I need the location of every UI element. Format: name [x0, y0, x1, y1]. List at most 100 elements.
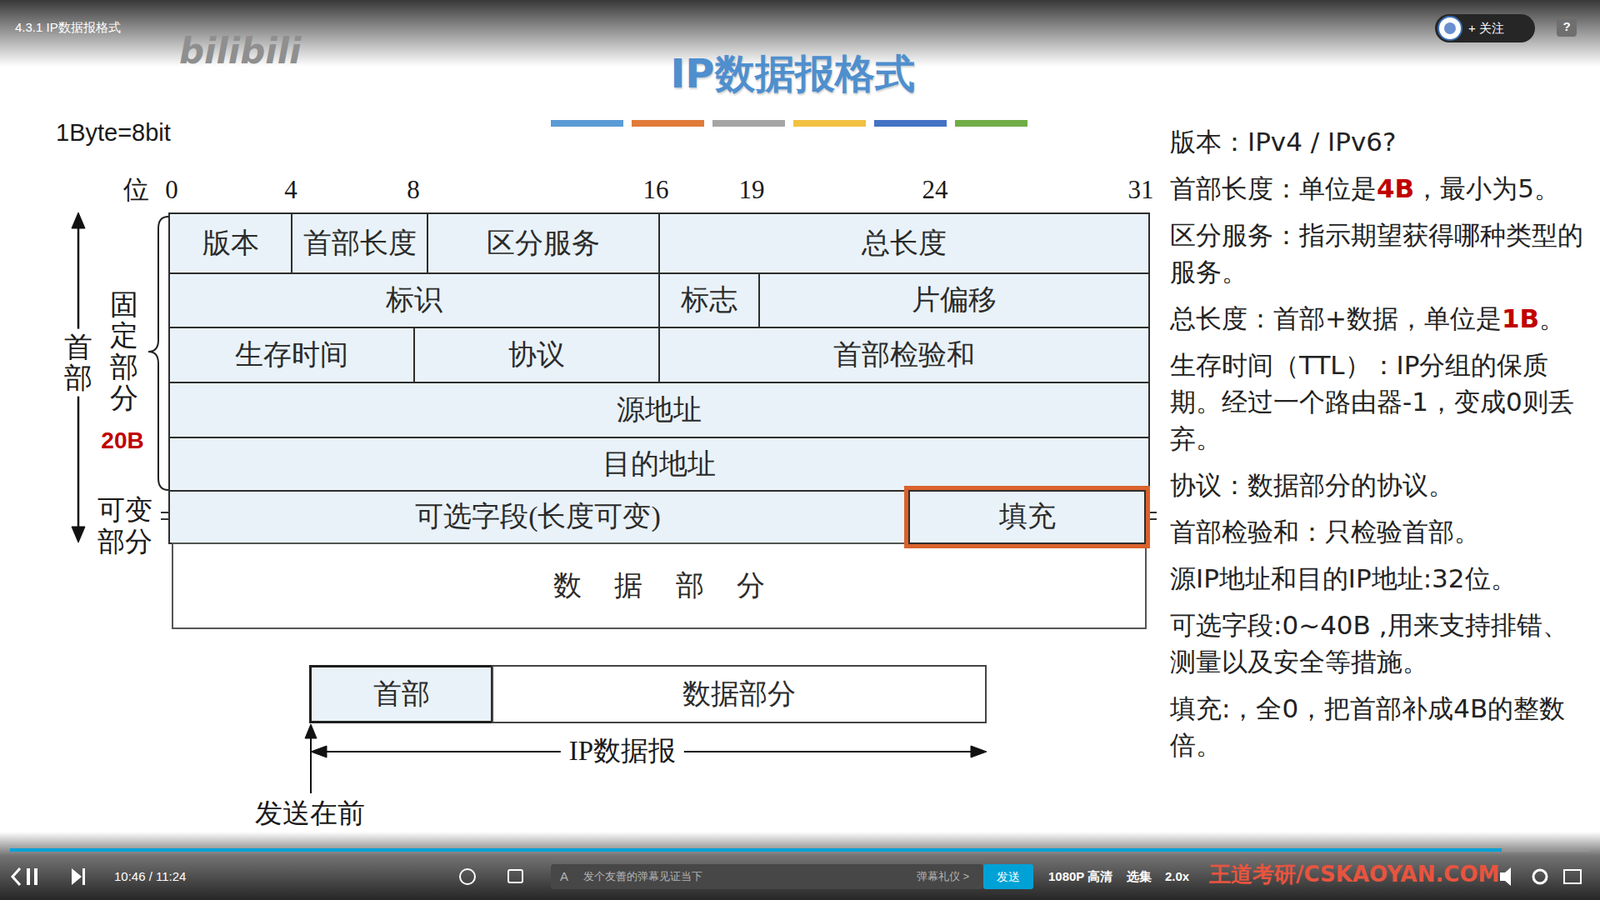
- field-box: 协议: [413, 326, 660, 384]
- field-name: 标识: [385, 283, 443, 318]
- header-span-arrow: [71, 212, 85, 543]
- field-name: 总长度: [861, 226, 947, 261]
- send-button-bg: [983, 864, 1034, 890]
- follow-bg: [1435, 14, 1535, 43]
- arrow-head: [71, 526, 85, 543]
- note-text: 版本：IPv4 / IPv6?: [1170, 126, 1396, 157]
- field-name: 可选字段(长度可变): [415, 500, 661, 535]
- header-box: 首部: [309, 665, 494, 724]
- note-text: 。: [1539, 303, 1565, 334]
- danmaku-toggle: [460, 869, 475, 885]
- volume-icon: [1500, 867, 1511, 886]
- tick: [1141, 511, 1157, 514]
- send-first-arrow: [305, 724, 317, 794]
- page-title: IP数据报格式: [670, 50, 915, 99]
- bit-position: 16: [643, 174, 670, 205]
- progress-fill: [10, 848, 1502, 852]
- field-note: 总长度：首部+数据，单位是1B。: [1170, 300, 1587, 337]
- arrow-shaft: [77, 223, 80, 532]
- tick: [1141, 518, 1157, 520]
- quality-button: 1080P 高清: [1048, 869, 1113, 885]
- padding-box: 填充: [904, 485, 1150, 549]
- fullscreen-icon: [1564, 870, 1581, 884]
- annotation: 发送在前: [255, 797, 365, 831]
- arrow-head: [310, 745, 327, 758]
- field-name: 目的地址: [602, 447, 716, 482]
- help-icon: ?: [1562, 19, 1570, 35]
- field-name: 首部长度: [303, 226, 417, 261]
- video-title: 4.3.1 IP数据报格式: [15, 20, 121, 35]
- field-name: 协议: [508, 338, 565, 373]
- highlight: 1B: [1501, 303, 1540, 334]
- tick: [160, 511, 176, 514]
- field-name: 区分服务: [486, 226, 600, 261]
- data-box: 数据部分: [491, 665, 987, 724]
- field-box: 首部长度: [290, 212, 429, 275]
- time-display: 10:46 / 11:24: [114, 869, 186, 885]
- field-box: 标识: [168, 272, 660, 329]
- field-name: 数据部分: [682, 677, 796, 712]
- field-name: 首部: [373, 677, 430, 712]
- input-placeholder: 发个友善的弹幕见证当下: [583, 870, 703, 884]
- field-note: 源IP地址和目的IP地址:32位。: [1170, 560, 1587, 597]
- note-text: 区分服务：指示期望获得哪种类型的服务。: [1170, 220, 1584, 287]
- field-box: 区分服务: [426, 212, 660, 275]
- note-text: 源IP地址和目的IP地址:32位。: [1170, 563, 1517, 594]
- field-note: 首部检验和：只检验首部。: [1170, 513, 1587, 550]
- settings-icon: [1533, 870, 1547, 884]
- field-note: 生存时间（TTL）：IP分组的保质期。经过一个路由器-1，变成0则丢弃。: [1170, 346, 1587, 457]
- bit-position: 19: [739, 174, 765, 205]
- arrow-head: [970, 745, 987, 758]
- note-text: 填充:，全0，把首部补成4B的整数倍。: [1170, 693, 1565, 760]
- etiquette-link: 弹幕礼仪 >: [916, 870, 970, 884]
- field-box: 可选字段(长度可变): [168, 490, 908, 545]
- bit-position: 24: [922, 174, 949, 205]
- danmaku-input: [550, 864, 984, 890]
- pause-icon: [26, 868, 30, 885]
- send-button: 发送: [996, 870, 1020, 885]
- color-bar: [712, 120, 785, 127]
- follow-pill: [1435, 14, 1577, 43]
- next-icon: [71, 868, 82, 885]
- title-color-bars: [550, 120, 1028, 127]
- arrow-head: [71, 212, 85, 229]
- player-controls: [12, 864, 1581, 890]
- input-icon: A: [560, 869, 569, 885]
- field-box: 首部检验和: [658, 326, 1150, 384]
- note-text: 首部长度：单位是: [1170, 173, 1377, 204]
- next-icon: [82, 868, 85, 885]
- unit-note: 1Byte=8bit: [55, 118, 171, 148]
- dimension-label: IP数据报: [560, 735, 685, 769]
- size-label: 20B: [100, 426, 144, 455]
- highlight: 4B: [1376, 173, 1415, 204]
- break-ticks: [160, 512, 1157, 520]
- field-box: 版本: [168, 212, 293, 275]
- bit-position: 4: [284, 174, 298, 205]
- bit-position: 8: [406, 174, 420, 205]
- section-label: 固定部分: [110, 289, 139, 415]
- follow-button: + 关注: [1468, 20, 1505, 36]
- bit-position: 31: [1128, 174, 1155, 205]
- field-box: 总长度: [658, 212, 1150, 275]
- watermark: 王道考研/CSKAOYAN.COM: [1209, 861, 1500, 888]
- back-icon: [12, 868, 20, 885]
- field-box: 片偏移: [758, 272, 1150, 329]
- note-text: 生存时间（TTL）：IP分组的保质期。经过一个路由器-1，变成0则丢弃。: [1170, 350, 1575, 454]
- field-note: 版本：IPv4 / IPv6?: [1170, 123, 1587, 160]
- color-bar: [550, 120, 624, 127]
- field-note: 首部长度：单位是4B，最小为5。: [1170, 170, 1587, 207]
- note-text: 总长度：首部+数据，单位是: [1170, 303, 1502, 334]
- avatar: [1444, 22, 1456, 35]
- danmaku-settings: [508, 870, 523, 883]
- color-bar: [874, 120, 947, 127]
- control-bar: [0, 831, 1600, 900]
- axis-label: 位: [123, 174, 150, 205]
- field-name: 标志: [680, 283, 738, 318]
- field-name: 版本: [202, 226, 260, 261]
- section-label: 可变部分: [97, 495, 153, 559]
- top-shade: [0, 0, 1600, 67]
- color-bar: [955, 120, 1028, 127]
- field-note: 协议：数据部分的协议。: [1170, 466, 1587, 504]
- color-bar: [631, 120, 705, 127]
- field-box: 源地址: [168, 381, 1150, 439]
